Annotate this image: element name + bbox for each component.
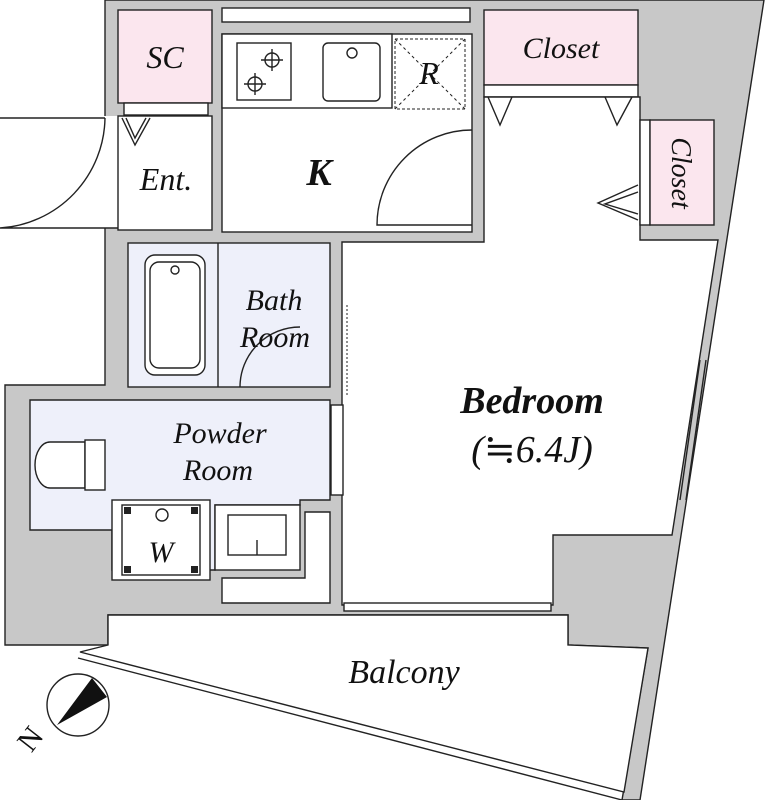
closet-top bbox=[483, 9, 639, 86]
label-kitchen: K bbox=[305, 152, 334, 194]
label-bath-2: Room bbox=[239, 321, 310, 354]
washer-space bbox=[111, 499, 211, 581]
compass-north-label: N bbox=[11, 720, 50, 757]
label-bedroom: Bedroom bbox=[459, 380, 604, 422]
label-washer: W bbox=[149, 536, 177, 569]
sink-icon bbox=[322, 42, 381, 102]
entrance-door bbox=[0, 117, 118, 229]
label-entrance: Ent. bbox=[139, 161, 192, 197]
label-fridge: R bbox=[418, 55, 439, 91]
shoe-closet bbox=[117, 9, 213, 104]
label-bath-1: Bath bbox=[246, 284, 303, 317]
label-powder-1: Powder bbox=[172, 417, 267, 450]
kitchen-door bbox=[376, 129, 473, 226]
label-closet-top: Closet bbox=[523, 32, 600, 65]
label-closet-side: Closet bbox=[665, 137, 696, 210]
fridge-space bbox=[394, 38, 466, 110]
toilet-icon bbox=[34, 439, 106, 491]
label-balcony: Balcony bbox=[348, 654, 460, 691]
label-sc: SC bbox=[146, 39, 184, 75]
label-powder-2: Room bbox=[182, 454, 253, 487]
stove-icon bbox=[236, 42, 292, 101]
entrance bbox=[117, 115, 213, 231]
closet-side bbox=[649, 119, 715, 226]
compass-icon: N bbox=[11, 673, 110, 758]
washbasin-icon bbox=[214, 504, 301, 571]
bathtub-icon bbox=[144, 254, 206, 376]
label-bedroom-size: (≒6.4J) bbox=[471, 429, 593, 471]
balcony bbox=[79, 614, 649, 793]
